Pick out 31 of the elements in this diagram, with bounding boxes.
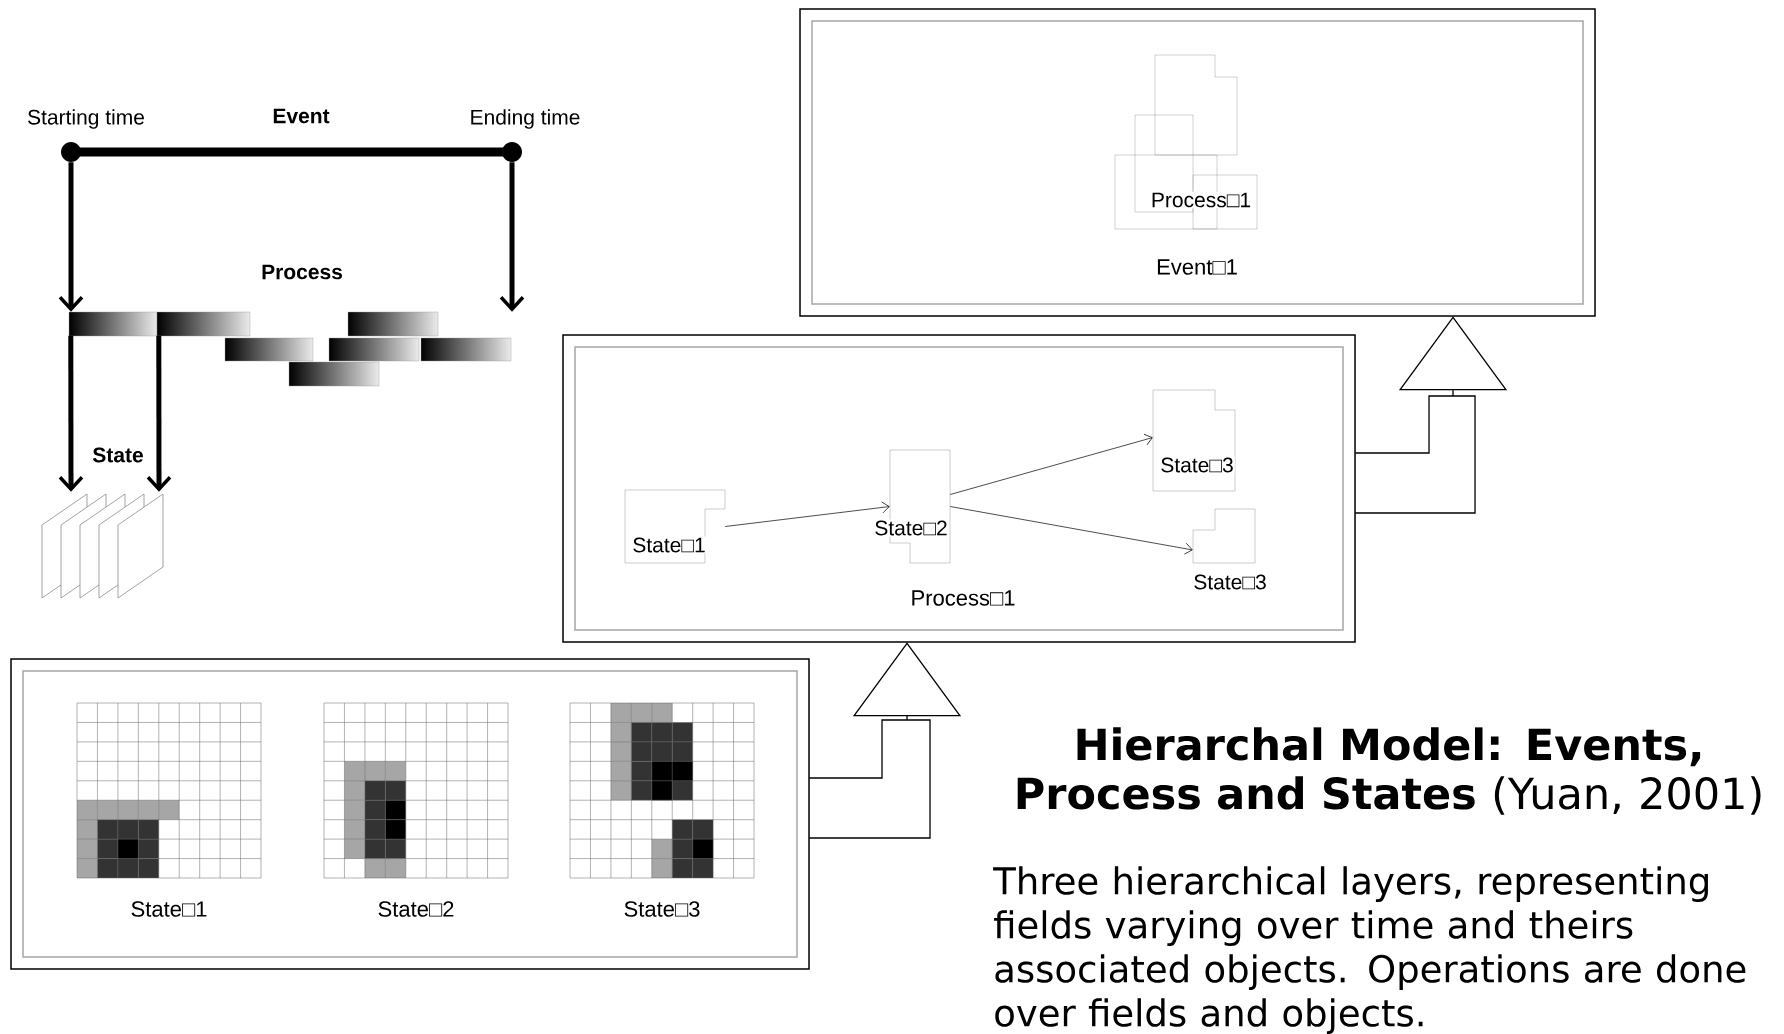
node-label: State□3: [624, 901, 700, 917]
process-bars: Process: [68, 264, 512, 387]
arrow: [949, 506, 1193, 555]
title: Hierarchal Model: Events, Process and States (Yuan, 2001): [1017, 727, 1761, 815]
node-label: State□2: [378, 901, 454, 917]
caption: Three hierarchical layers, representing fields varying over time and theirs associated objects. Operations are done over fields and objects.: [993, 866, 1746, 1034]
arrow: [58, 162, 84, 312]
state-outline: State□3: [1152, 389, 1236, 492]
layer-panel: [10, 658, 810, 970]
arrow: [146, 335, 172, 492]
raster-grid: State□3: [569, 702, 755, 917]
raster-grid: State□2: [323, 702, 509, 917]
node-label: State□1: [131, 901, 207, 917]
node-label: Process: [262, 264, 342, 280]
node-label: Process□1: [1152, 192, 1251, 208]
state-sheets: State: [41, 447, 164, 599]
state-outline: State□2: [873, 449, 951, 564]
node-label: State: [92, 447, 143, 463]
raster-grid: State□1: [76, 702, 262, 917]
arrow: [724, 501, 890, 527]
node-label: Ending time: [471, 109, 580, 129]
arrow: [949, 433, 1153, 495]
state-outline: State□3: [1192, 508, 1268, 591]
state-outline: State□1: [624, 489, 726, 564]
node-label: Event: [273, 108, 330, 124]
node-label: Starting time: [28, 109, 144, 129]
arrow: [499, 162, 525, 312]
process-outlines: Process□1: [1114, 54, 1258, 230]
event-timeline: Starting time Event Ending time: [28, 108, 580, 162]
node-label: State□3: [1194, 574, 1266, 590]
arrow: [58, 335, 84, 492]
